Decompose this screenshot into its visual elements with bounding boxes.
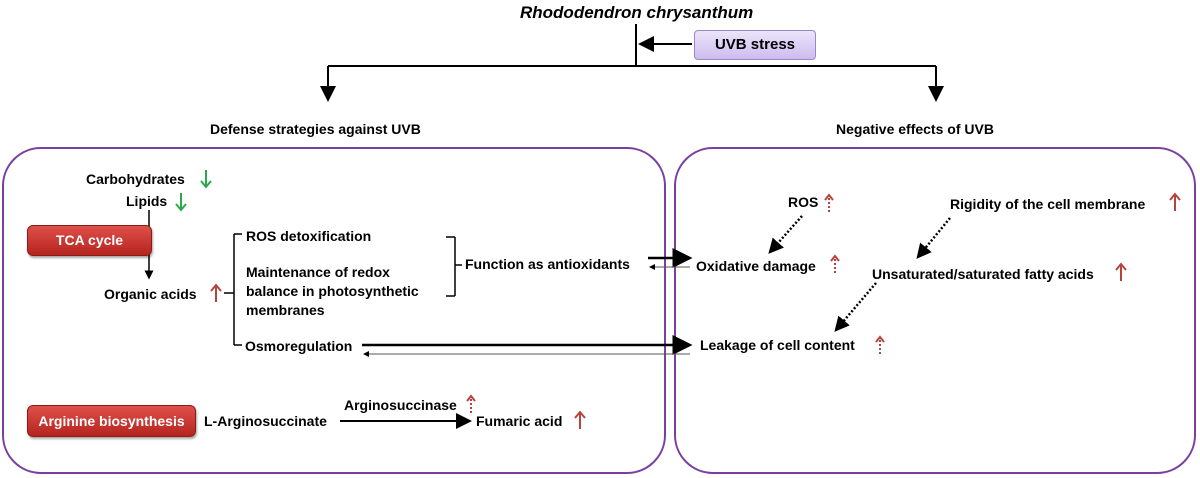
defense-box [2, 147, 666, 474]
oxidative-increase-icon [830, 254, 840, 273]
organic-acids-increase-icon [210, 283, 222, 302]
defense-heading: Defense strategies against UVB [210, 121, 421, 137]
organic-acids-label: Organic acids [104, 286, 197, 302]
leakage-label: Leakage of cell content [700, 337, 855, 353]
uvb-stress-box: UVB stress [694, 30, 816, 60]
arginosuccinate-label: L-Arginosuccinate [204, 413, 327, 429]
tca-cycle-box: TCA cycle [27, 225, 152, 256]
ros-detox-label: ROS detoxification [246, 228, 372, 244]
rigidity-to-fatty-arrow [916, 217, 951, 259]
arginosuccinase-label: Arginosuccinase [344, 397, 457, 413]
species-title: Rhododendron chrysanthum [520, 3, 754, 22]
oxidative-damage-label: Oxidative damage [696, 258, 816, 274]
fatty-acids-label: Unsaturated/saturated fatty acids [872, 266, 1094, 282]
osmoregulation-label: Osmoregulation [245, 338, 353, 354]
fumaric-acid-label: Fumaric acid [476, 413, 563, 429]
redox-line1: Maintenance of redox [246, 264, 390, 280]
rigidity-label: Rigidity of the cell membrane [950, 196, 1146, 212]
antioxidants-label: Function as antioxidants [465, 256, 630, 272]
fumaric-increase-icon [574, 410, 586, 429]
arginosuccinase-increase-icon [466, 394, 476, 413]
carbohydrates-decrease-icon [200, 170, 212, 189]
fatty-increase-icon [1115, 262, 1127, 281]
ros-to-oxidative-arrow [768, 215, 803, 254]
rigidity-increase-icon [1169, 192, 1181, 211]
ros-label: ROS [788, 194, 819, 210]
redox-line3: membranes [246, 302, 325, 318]
ros-increase-icon [824, 193, 834, 212]
negative-box [674, 147, 1196, 474]
negative-heading: Negative effects of UVB [836, 121, 994, 137]
leakage-increase-icon [875, 335, 885, 354]
lipids-label: Lipids [126, 193, 168, 209]
arginine-biosynthesis-box: Arginine biosynthesis [27, 405, 196, 437]
redox-line2: balance in photosynthetic [246, 283, 419, 299]
carbohydrates-label: Carbohydrates [86, 171, 185, 187]
fatty-to-leakage-arrow [834, 282, 877, 332]
lipids-decrease-icon [175, 193, 187, 212]
